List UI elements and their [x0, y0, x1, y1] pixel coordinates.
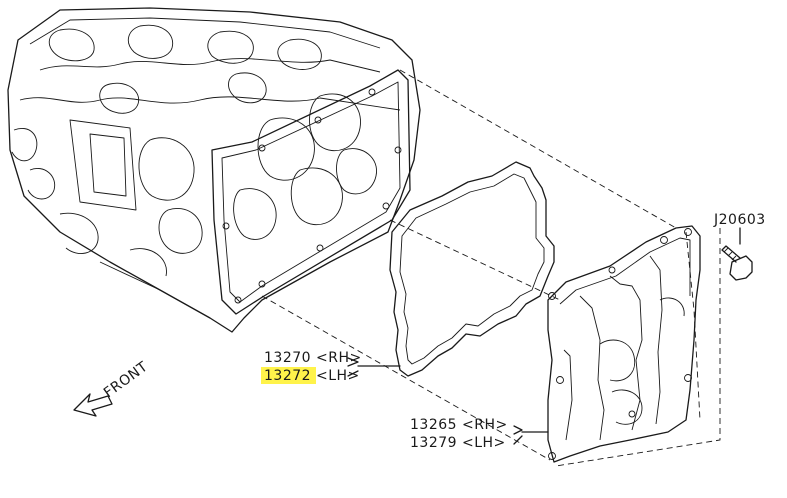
gasket-rh-label: 13270 <RH>: [264, 350, 362, 366]
bolt-part-number: J20603: [713, 212, 766, 228]
leader-lines: [347, 227, 741, 445]
highlight-marker: [261, 367, 316, 384]
gasket-lh-label: 13272 <LH>: [264, 368, 360, 384]
gasket-lh-suffix: <LH>: [311, 368, 360, 384]
rocker-cover-gasket: [389, 161, 555, 377]
rocker-cover: [547, 225, 701, 463]
cylinder-head-illustration: [7, 7, 421, 333]
cover-lh-label: 13279 <LH>: [410, 435, 506, 451]
front-direction-arrow: [73, 393, 113, 417]
front-label: FRONT: [101, 359, 151, 402]
bolt-illustration: [721, 245, 753, 281]
gasket-lh-code: 13272: [264, 368, 311, 384]
alignment-lines: [261, 69, 721, 467]
cover-rh-label: 13265 <RH>: [410, 417, 508, 433]
